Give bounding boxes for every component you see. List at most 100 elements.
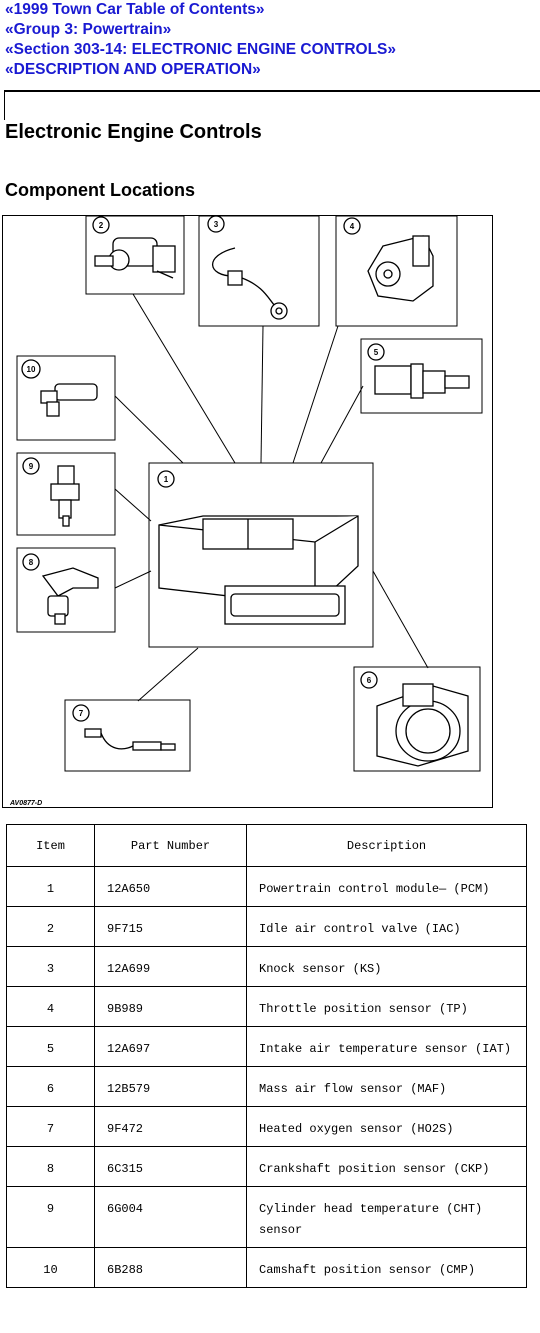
callout-1: 1: [157, 470, 175, 488]
svg-text:1: 1: [164, 475, 169, 484]
description-cell: Intake air temperature sensor (IAT): [246, 1026, 527, 1067]
part-number-cell: 9F715: [94, 906, 247, 947]
part-number-cell: 12A699: [94, 946, 247, 987]
svg-text:8: 8: [29, 558, 34, 567]
column-header-part-number: Part Number: [94, 824, 247, 867]
svg-text:3: 3: [214, 220, 219, 229]
item-cell: 2: [6, 906, 95, 947]
callout-6: 6: [360, 671, 378, 689]
table-row: 4 9B989 Throttle position sensor (TP): [6, 986, 527, 1027]
table-header-row: Item Part Number Description: [6, 824, 527, 867]
nav-link-group[interactable]: «Group 3: Powertrain»: [5, 21, 172, 38]
box-2: [85, 216, 185, 295]
item-cell: 1: [6, 866, 95, 907]
box-7: [64, 699, 191, 772]
item-cell: 9: [6, 1186, 95, 1248]
description-cell: Cylinder head temperature (CHT) sensor: [246, 1186, 527, 1248]
description-cell: Heated oxygen sensor (HO2S): [246, 1106, 527, 1147]
description-cell: Powertrain control module— (PCM): [246, 866, 527, 907]
breadcrumb-nav: «1999 Town Car Table of Contents» «Group…: [5, 0, 396, 80]
leader-line-3: [260, 325, 264, 464]
part-number-cell: 6G004: [94, 1186, 247, 1248]
leader-line-8: [114, 570, 152, 589]
parts-table: Item Part Number Description 1 12A650 Po…: [6, 824, 527, 1288]
description-cell: Crankshaft position sensor (CKP): [246, 1146, 527, 1187]
table-row: 10 6B288 Camshaft position sensor (CMP): [6, 1247, 527, 1288]
item-cell: 4: [6, 986, 95, 1027]
item-cell: 6: [6, 1066, 95, 1107]
table-row: 5 12A697 Intake air temperature sensor (…: [6, 1026, 527, 1067]
box-6: [353, 666, 481, 772]
table-row: 1 12A650 Powertrain control module— (PCM…: [6, 866, 527, 907]
box-4: [335, 216, 458, 327]
leader-line-9: [114, 488, 152, 522]
svg-text:7: 7: [79, 709, 84, 718]
description-cell: Idle air control valve (IAC): [246, 906, 527, 947]
divider: [4, 90, 5, 120]
box-8: [16, 547, 116, 633]
svg-text:6: 6: [367, 676, 372, 685]
part-number-cell: 9F472: [94, 1106, 247, 1147]
column-header-description: Description: [246, 824, 527, 867]
part-number-cell: 6C315: [94, 1146, 247, 1187]
box-10: [16, 355, 116, 441]
callout-7: 7: [72, 704, 90, 722]
leader-line-2: [132, 293, 236, 464]
leader-line-5: [320, 385, 364, 464]
item-cell: 5: [6, 1026, 95, 1067]
nav-link-description[interactable]: «DESCRIPTION AND OPERATION»: [5, 61, 261, 78]
ckp-sensor-illustration: [41, 567, 99, 625]
svg-text:10: 10: [27, 365, 36, 374]
box-5: [360, 338, 483, 414]
box-9: [16, 452, 116, 536]
part-number-cell: 12A697: [94, 1026, 247, 1067]
component-locations-figure: 2 3 4 5 10 9 8 1 7 6: [2, 215, 493, 808]
tp-sensor-illustration: [367, 235, 434, 302]
description-cell: Mass air flow sensor (MAF): [246, 1066, 527, 1107]
item-cell: 10: [6, 1247, 95, 1288]
part-number-cell: 6B288: [94, 1247, 247, 1288]
cht-sensor-illustration: [50, 465, 80, 527]
column-header-item: Item: [6, 824, 95, 867]
nav-link-section[interactable]: «Section 303-14: ELECTRONIC ENGINE CONTR…: [5, 41, 397, 58]
callout-3: 3: [207, 216, 225, 233]
pcm-illustration: [158, 515, 359, 625]
table-row: 2 9F715 Idle air control valve (IAC): [6, 906, 527, 947]
nav-link-table-of-contents[interactable]: «1999 Town Car Table of Contents»: [5, 1, 265, 18]
cmp-sensor-illustration: [40, 383, 98, 417]
maf-illustration: [376, 683, 469, 767]
leader-line-4: [292, 325, 339, 464]
svg-text:4: 4: [350, 222, 355, 231]
description-cell: Camshaft position sensor (CMP): [246, 1247, 527, 1288]
part-number-cell: 12A650: [94, 866, 247, 907]
callout-4: 4: [343, 217, 361, 235]
svg-text:9: 9: [29, 462, 34, 471]
table-row: 3 12A699 Knock sensor (KS): [6, 946, 527, 987]
figure-id: AV0877-D: [10, 800, 43, 807]
callout-5: 5: [367, 343, 385, 361]
callout-9: 9: [22, 457, 40, 475]
description-cell: Throttle position sensor (TP): [246, 986, 527, 1027]
leader-line-10: [114, 395, 184, 464]
table-row: 7 9F472 Heated oxygen sensor (HO2S): [6, 1106, 527, 1147]
component-diagram: 2 3 4 5 10 9 8 1 7 6: [16, 216, 483, 772]
ho2s-illustration: [84, 728, 176, 751]
item-cell: 7: [6, 1106, 95, 1147]
knock-sensor-illustration: [212, 247, 288, 320]
table-row: 8 6C315 Crankshaft position sensor (CKP): [6, 1146, 527, 1187]
page-title: Electronic Engine Controls: [5, 121, 262, 143]
item-cell: 8: [6, 1146, 95, 1187]
iat-sensor-illustration: [374, 363, 470, 399]
table-row: 6 12B579 Mass air flow sensor (MAF): [6, 1066, 527, 1107]
svg-text:2: 2: [99, 221, 104, 230]
part-number-cell: 12B579: [94, 1066, 247, 1107]
box-1: [148, 462, 374, 648]
table-row: 9 6G004 Cylinder head temperature (CHT) …: [6, 1186, 527, 1248]
callout-8: 8: [22, 553, 40, 571]
box-3: [198, 216, 320, 327]
item-cell: 3: [6, 946, 95, 987]
svg-text:5: 5: [374, 348, 379, 357]
leader-line-7: [137, 647, 199, 702]
part-number-cell: 9B989: [94, 986, 247, 1027]
iac-valve-illustration: [94, 237, 176, 279]
